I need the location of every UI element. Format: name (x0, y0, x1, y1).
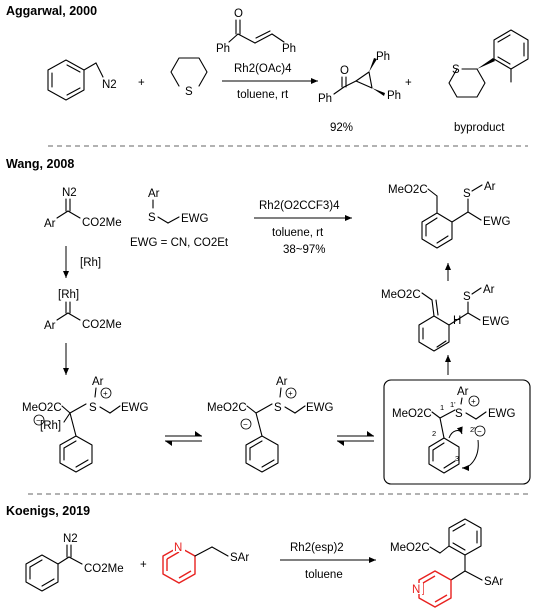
phenyl-label: Ph (282, 43, 296, 55)
ewg-label: EWG (482, 316, 510, 328)
sulfur-label: S (185, 86, 193, 98)
cyclopropane-product-structure: O Ph Ph Ph (318, 51, 401, 105)
rhodium-label: [Rh] (40, 420, 61, 432)
plus-sign: + (405, 77, 412, 89)
plus-sign: + (138, 77, 145, 89)
ester-label: MeO2C (388, 184, 428, 196)
conditions-label: toluene, rt (272, 227, 324, 239)
aryl-label: Ar (44, 218, 56, 230)
hydrogen-label: H (453, 315, 461, 327)
atom-number: 1' (450, 400, 456, 409)
atom-number: 2' (470, 425, 476, 434)
negative-charge: − (243, 420, 248, 429)
koenigs-product-structure: MeO2C SAr N (390, 518, 503, 608)
ester-label: CO2Me (84, 563, 124, 575)
yield-label: 92% (330, 122, 353, 134)
ewg-label: EWG (483, 216, 511, 228)
thioether-label: SAr (484, 576, 503, 588)
equilibrium-arrows (337, 431, 374, 446)
ewg-label: EWG (121, 402, 149, 414)
pyridine-nitrogen-label: N (174, 542, 182, 554)
aryl-label: Ar (457, 386, 469, 398)
positive-charge: + (471, 397, 476, 406)
sulfur-label: S (452, 64, 460, 76)
sulfur-label: S (148, 212, 156, 224)
catalyst-label: Rh2(OAc)4 (234, 63, 292, 75)
conditions-label: toluene, rt (237, 89, 289, 101)
byproduct-structure: S (448, 29, 529, 98)
sulfur-label: S (463, 291, 471, 303)
atom-number: 1 (440, 403, 444, 412)
section-koenigs: Koenigs, 2019 N2 CO2Me + N SAr (6, 504, 503, 608)
plus-sign: + (140, 559, 147, 571)
carbonyl-oxygen-label: O (234, 8, 243, 20)
phenyldiazomethane-structure: N2 (47, 59, 117, 101)
sulfur-label: S (89, 402, 97, 414)
aryl-label: Ar (483, 284, 495, 296)
yield-label: 38~97% (283, 244, 326, 256)
pyridyl-sulfide-structure: N SAr (162, 541, 249, 584)
chalcone-structure: O Ph Ph (216, 8, 296, 55)
highlight-box (383, 379, 531, 485)
aryl-label: Ar (148, 188, 160, 200)
section-heading: Aggarwal, 2000 (6, 4, 97, 18)
catalyst-label: Rh2(esp)2 (290, 542, 344, 554)
product-structure: MeO2C S Ar EWG (388, 181, 511, 249)
negative-charge: − (477, 427, 482, 436)
rearranged-intermediate-structure: MeO2C H S Ar EWG (381, 284, 510, 352)
equilibrium-arrows (165, 431, 202, 446)
diazo-label: N2 (63, 533, 78, 545)
sulfide-structure: Ar S EWG (148, 188, 209, 225)
carbonyl-oxygen-label: O (340, 65, 349, 77)
positive-charge: + (288, 389, 293, 398)
pyridine-nitrogen-label: N (412, 584, 420, 596)
ester-label: MeO2C (381, 289, 421, 301)
sulfur-label: S (274, 402, 282, 414)
sulfur-label: S (463, 188, 471, 200)
ewg-label: EWG (306, 402, 334, 414)
thiane-structure: S (170, 57, 208, 98)
rh-ylide-structure: MeO2C Ar S + EWG [Rh] − (22, 376, 149, 473)
ewg-label: EWG (181, 213, 209, 225)
ester-label: CO2Me (82, 217, 122, 229)
aryl-label: Ar (92, 376, 104, 388)
sulfonium-ylide-structure: MeO2C Ar S + EWG − (207, 376, 334, 473)
positive-charge: + (103, 389, 108, 398)
negative-charge: − (36, 416, 41, 425)
thioether-label: SAr (230, 552, 249, 564)
diazo-label: N2 (102, 79, 117, 91)
aryl-diazoacetate-structure: N2 Ar CO2Me (44, 187, 122, 230)
numbered-ylide-structure: MeO2C Ar S + EWG − 1 1' 2 2' 3 (392, 386, 516, 474)
section-aggarwal: Aggarwal, 2000 N2 + S O Ph (6, 4, 529, 134)
diazo-label: N2 (62, 187, 77, 199)
catalyst-label: [Rh] (80, 257, 101, 269)
section-heading: Wang, 2008 (6, 157, 74, 171)
ewg-definition: EWG = CN, CO2Et (130, 237, 229, 249)
phenyl-label: Ph (376, 51, 390, 63)
rh-carbenoid-structure: [Rh] Ar CO2Me (44, 289, 122, 332)
ester-label: MeO2C (207, 402, 247, 414)
catalyst-label: Rh2(O2CCF3)4 (259, 200, 340, 212)
ewg-label: EWG (488, 408, 516, 420)
ester-label: MeO2C (390, 542, 430, 554)
phenyl-label: Ph (387, 90, 401, 102)
atom-number: 3 (455, 454, 459, 463)
phenyl-label: Ph (216, 43, 230, 55)
section-heading: Koenigs, 2019 (6, 504, 90, 518)
phenyl-diazoacetate-structure: N2 CO2Me (25, 533, 124, 592)
aryl-label: Ar (44, 320, 56, 332)
aryl-label: Ar (276, 376, 288, 388)
ester-label: MeO2C (22, 402, 62, 414)
phenyl-label: Ph (318, 93, 332, 105)
ester-label: CO2Me (82, 319, 122, 331)
rhodium-label: [Rh] (58, 289, 79, 301)
section-wang: Wang, 2008 N2 Ar CO2Me Ar S EWG EWG = CN… (6, 157, 531, 485)
aryl-label: Ar (484, 181, 496, 193)
conditions-label: toluene (305, 569, 343, 581)
ester-label: MeO2C (392, 408, 432, 420)
atom-number: 2 (432, 429, 436, 438)
sulfur-label: S (455, 408, 463, 420)
byproduct-caption: byproduct (454, 122, 505, 134)
